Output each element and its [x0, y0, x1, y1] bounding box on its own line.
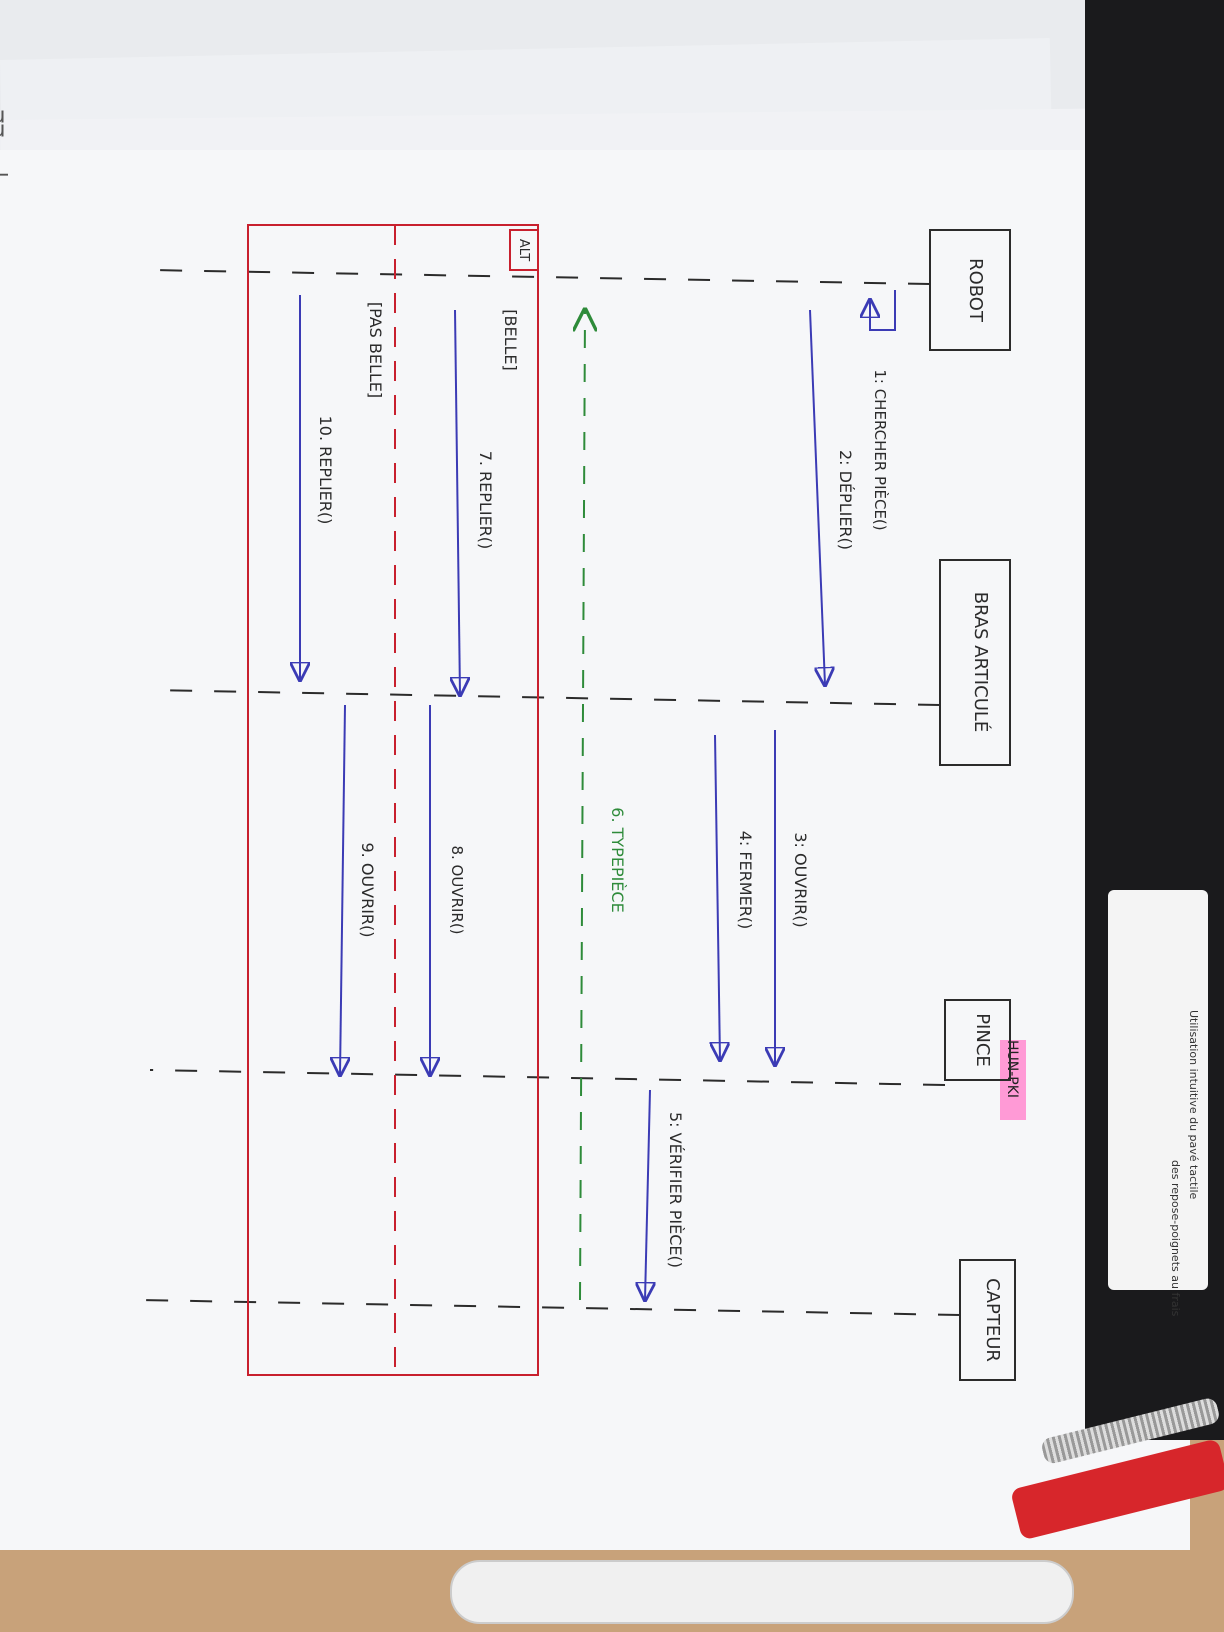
lifeline-label: ROBOT — [965, 258, 986, 323]
message-2: 2: DÉPLIER() — [809, 309, 855, 685]
message-4: 4: FERMER() — [715, 734, 755, 1060]
alt-guard-belle: [BELLE] — [501, 309, 520, 371]
message-label: 9. OUVRIR() — [358, 842, 377, 937]
lifeline-capteur: CAPTEUR — [959, 1259, 1016, 1381]
message-8: 8. OUVRIR() — [430, 705, 466, 1075]
message-3: 3: OUVRIR() — [775, 730, 810, 1065]
capteur-lifeline — [139, 1299, 961, 1316]
alt-operator: ALT — [516, 239, 531, 261]
message-9: 9. OUVRIR() — [340, 704, 377, 1075]
robot-lifeline — [149, 269, 931, 285]
lifeline-pince: PINCE — [944, 999, 1011, 1081]
laptop-sticker — [1108, 890, 1208, 1290]
message-5: 5: VÉRIFIER PIÈCE() — [645, 1089, 685, 1300]
lifeline-bras-articule: BRAS ARTICULÉ — [939, 559, 1011, 766]
diagram-sheet — [0, 150, 1190, 1550]
message-label: 3: OUVRIR() — [791, 832, 810, 927]
alt-guard-pas-belle: [PAS BELLE] — [366, 302, 385, 398]
message-1-self: 1: CHERCHER PIÈCE() — [870, 290, 896, 531]
lifeline-label: BRAS ARTICULÉ — [970, 592, 992, 733]
message-label: 4: FERMER() — [736, 831, 755, 930]
white-clip — [450, 1560, 1074, 1624]
message-10: 10. REPLIER() — [300, 295, 335, 680]
message-label: 6. TYPEPIÈCE — [608, 807, 627, 912]
lifeline-label: CAPTEUR — [982, 1278, 1003, 1362]
message-label: 5: VÉRIFIER PIÈCE() — [666, 1112, 685, 1268]
message-label: 2: DÉPLIER() — [836, 450, 855, 550]
message-label: 10. REPLIER() — [316, 416, 335, 525]
message-label: 8. OUVRIR() — [448, 845, 466, 934]
pince-lifeline — [149, 1069, 946, 1086]
lifeline-robot: ROBOT — [929, 229, 1011, 351]
message-label: 1: CHERCHER PIÈCE() — [871, 369, 890, 530]
lifeline-dashes — [139, 269, 961, 1316]
bras-lifeline — [149, 689, 941, 706]
lifeline-label: PINCE — [972, 1013, 993, 1067]
message-label: 7. REPLIER() — [476, 451, 495, 550]
message-7: 7. REPLIER() — [455, 309, 495, 695]
message-6-return: 6. TYPEPIÈCE — [580, 310, 627, 1301]
alt-fragment: ALT [BELLE] [PAS BELLE] — [247, 224, 539, 1376]
